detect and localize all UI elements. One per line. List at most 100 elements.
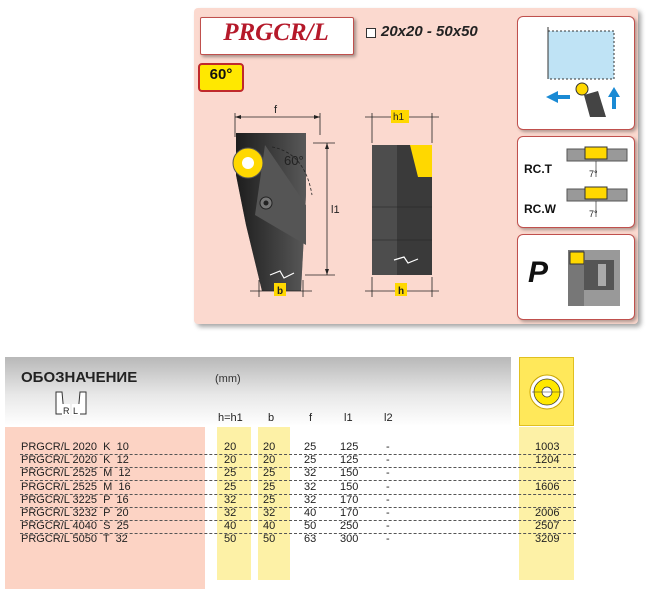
cell-l1: 150 bbox=[340, 481, 359, 493]
cell-l2: - bbox=[386, 481, 390, 493]
row-divider bbox=[20, 533, 576, 534]
machining-direction-panel bbox=[517, 16, 635, 130]
title-box bbox=[200, 17, 354, 55]
cell-l1: 125 bbox=[340, 441, 359, 453]
cell-insert: 2006 bbox=[535, 507, 560, 519]
dim-h1-label: h1 bbox=[393, 112, 405, 123]
dim-b-label: b bbox=[277, 286, 283, 297]
row-divider bbox=[20, 480, 576, 481]
l-label: L bbox=[73, 406, 78, 416]
rc-t-label: RC.T bbox=[524, 162, 552, 176]
rc-t-angle: 7° bbox=[589, 169, 598, 179]
cell-l1: 170 bbox=[340, 494, 359, 506]
cell-h: 25 bbox=[224, 481, 237, 493]
row-divider bbox=[20, 507, 576, 508]
row-divider bbox=[20, 520, 576, 521]
row-divider bbox=[20, 454, 576, 455]
cell-h: 32 bbox=[224, 507, 237, 519]
cell-insert: 1606 bbox=[535, 481, 560, 493]
cell-insert: 1204 bbox=[535, 454, 560, 466]
col-header-h: h=h1 bbox=[218, 412, 243, 424]
cell-b: 20 bbox=[263, 441, 276, 453]
col-header-f: f bbox=[309, 412, 313, 424]
dim-f-label: f bbox=[274, 104, 278, 116]
row-divider bbox=[20, 494, 576, 495]
checkbox-square-icon bbox=[366, 28, 376, 38]
cell-insert: 1003 bbox=[535, 441, 560, 453]
cell-l2: - bbox=[386, 507, 390, 519]
cell-designation: PRGCR/L 4040 S 25 bbox=[21, 520, 129, 532]
angle-badge bbox=[198, 63, 244, 92]
cell-designation: PRGCR/L 2525 M 16 bbox=[21, 481, 131, 493]
cell-l2: - bbox=[386, 494, 390, 506]
insert-column-header bbox=[519, 357, 574, 426]
unit-label: (mm) bbox=[215, 373, 241, 385]
cell-f: 32 bbox=[304, 467, 317, 479]
cell-l2: - bbox=[386, 533, 390, 545]
cell-h: 50 bbox=[224, 533, 237, 545]
cell-f: 40 bbox=[304, 507, 317, 519]
cell-l2: - bbox=[386, 467, 390, 479]
cell-designation: PRGCR/L 3225 P 16 bbox=[21, 494, 129, 506]
size-range: 20x20 - 50x50 bbox=[381, 23, 478, 40]
cell-insert: 3209 bbox=[535, 533, 560, 545]
rc-w-label: RC.W bbox=[524, 202, 556, 216]
cell-h: 32 bbox=[224, 494, 237, 506]
cell-designation: PRGCR/L 2020 K 12 bbox=[21, 454, 129, 466]
cell-h: 40 bbox=[224, 520, 237, 532]
col-header-l2: l2 bbox=[384, 412, 393, 424]
angle-badge-text: 60° bbox=[209, 66, 233, 83]
product-title: PRGCR/L bbox=[223, 19, 329, 46]
cell-b: 25 bbox=[263, 467, 276, 479]
h-column-highlight bbox=[217, 427, 251, 580]
cell-b: 20 bbox=[263, 454, 276, 466]
row-divider bbox=[20, 467, 576, 468]
cell-f: 25 bbox=[304, 441, 317, 453]
tool-holder-drawing: f 60° l1 b h1 h bbox=[232, 104, 439, 297]
cell-designation: PRGCR/L 5050 T 32 bbox=[21, 533, 128, 545]
cell-b: 32 bbox=[263, 507, 276, 519]
cell-designation: PRGCR/L 2525 M 12 bbox=[21, 467, 131, 479]
side-insert-icon bbox=[410, 145, 432, 177]
cell-insert: 2507 bbox=[535, 520, 560, 532]
cell-b: 50 bbox=[263, 533, 276, 545]
cell-l2: - bbox=[386, 520, 390, 532]
b-column-highlight bbox=[258, 427, 290, 580]
cell-l2: - bbox=[386, 454, 390, 466]
insert-profile-icons: 7° 7° bbox=[566, 146, 628, 219]
cell-f: 25 bbox=[304, 454, 317, 466]
table-title: ОБОЗНАЧЕНИЕ bbox=[21, 369, 138, 386]
clamping-p-icon bbox=[568, 250, 620, 306]
col-header-l1: l1 bbox=[344, 412, 353, 424]
cell-l1: 170 bbox=[340, 507, 359, 519]
cell-b: 25 bbox=[263, 481, 276, 493]
table-header-band bbox=[5, 357, 511, 426]
angle-label: 60° bbox=[284, 153, 304, 168]
dim-l1-label: l1 bbox=[331, 204, 340, 216]
cell-designation: PRGCR/L 2020 K 10 bbox=[21, 441, 129, 453]
cell-designation: PRGCR/L 3232 P 20 bbox=[21, 507, 129, 519]
cell-h: 25 bbox=[224, 467, 237, 479]
cell-l1: 250 bbox=[340, 520, 359, 532]
cell-f: 32 bbox=[304, 481, 317, 493]
cell-l1: 300 bbox=[340, 533, 359, 545]
cell-h: 20 bbox=[224, 441, 237, 453]
cell-f: 50 bbox=[304, 520, 317, 532]
cell-f: 32 bbox=[304, 494, 317, 506]
dim-h-label: h bbox=[398, 286, 404, 297]
r-label: R bbox=[63, 406, 70, 416]
cell-l1: 150 bbox=[340, 467, 359, 479]
cell-l2: - bbox=[386, 441, 390, 453]
insert-column-highlight bbox=[519, 427, 574, 580]
round-insert-column-icon bbox=[529, 374, 565, 410]
machining-direction-icon bbox=[546, 27, 620, 117]
col-header-b: b bbox=[268, 412, 275, 424]
cell-l1: 125 bbox=[340, 454, 359, 466]
rc-w-angle: 7° bbox=[589, 209, 598, 219]
cell-b: 25 bbox=[263, 494, 276, 506]
cell-h: 20 bbox=[224, 454, 237, 466]
clamping-p-label: P bbox=[528, 256, 549, 289]
cell-f: 63 bbox=[304, 533, 317, 545]
cell-b: 40 bbox=[263, 520, 276, 532]
right-left-hand-icon: R L bbox=[55, 391, 87, 416]
